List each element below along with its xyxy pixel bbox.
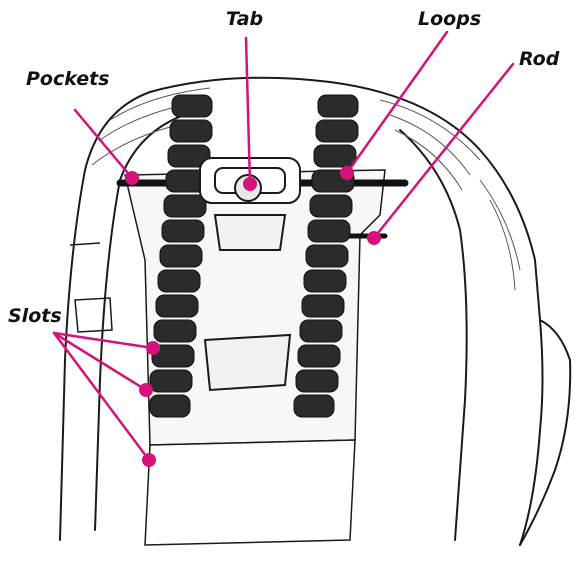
pockets-dot — [125, 171, 139, 185]
label-tab: Tab — [226, 10, 263, 29]
slots-dot-2 — [139, 383, 153, 397]
label-loops: Loops — [418, 10, 481, 29]
label-slots: Slots — [8, 307, 62, 326]
rod-dot — [367, 231, 381, 245]
label-rod: Rod — [519, 50, 559, 69]
slots-dot-1 — [146, 341, 160, 355]
pockets-leader-line — [75, 110, 132, 178]
slots-dot-3 — [142, 453, 156, 467]
rod-leader-line — [374, 64, 513, 238]
loops-leader-line — [347, 32, 447, 173]
loops-dot — [340, 166, 354, 180]
tab-dot — [243, 177, 257, 191]
label-pockets: Pockets — [26, 70, 109, 89]
slots-leader-line-1 — [54, 333, 153, 348]
